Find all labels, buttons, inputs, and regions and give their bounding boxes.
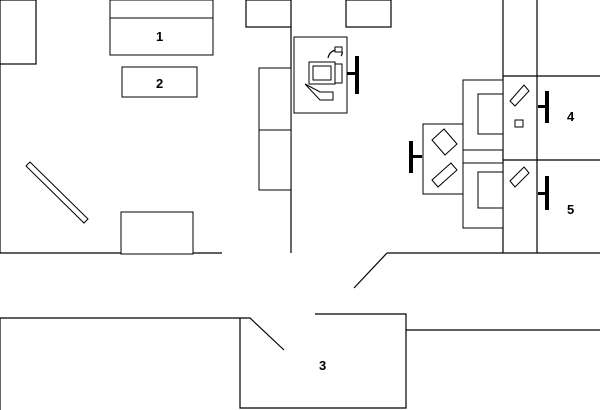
workstation-4 (462, 79, 549, 151)
side-keyboard (431, 128, 458, 156)
chair-4-stem (538, 105, 547, 108)
side-tray (431, 162, 458, 188)
bottom-area (0, 313, 600, 410)
area-5-label: 5 (567, 202, 575, 217)
area-2-label: 2 (156, 76, 164, 91)
machine-station (293, 36, 359, 114)
side-workstation (409, 123, 464, 195)
area-4-label: 4 (567, 109, 575, 124)
chair-stem (347, 72, 357, 75)
machine-side (334, 63, 343, 84)
desk-4-top (477, 93, 504, 135)
side-chair-stem (411, 155, 422, 158)
top-center-cabinet (245, 0, 292, 28)
chair-5-stem (538, 192, 547, 195)
mouse-4 (514, 119, 524, 128)
keyboard-4 (509, 84, 530, 107)
door-swing-line (353, 252, 388, 289)
machine-panel (312, 65, 332, 81)
bottom-cabinet (120, 211, 194, 255)
machine-button (334, 46, 343, 53)
corner-closet (0, 0, 37, 65)
keyboard-5 (509, 166, 530, 188)
center-partition (245, 0, 392, 253)
bottom-left-wall (0, 317, 285, 351)
area-1-label: 1 (156, 29, 164, 44)
desk-area-1 (109, 17, 214, 56)
area-3-label: 3 (319, 358, 327, 373)
workstation-5 (462, 162, 549, 229)
machine-tray (304, 83, 334, 101)
top-shelf (109, 0, 214, 19)
top-right-cabinet (345, 0, 392, 28)
locker-upper (258, 67, 292, 131)
locker-lower (258, 129, 292, 191)
left-room (0, 0, 222, 255)
diagonal-bench (25, 161, 89, 224)
desk-5-top (477, 171, 504, 209)
table-area-2 (121, 66, 198, 98)
bottom-center-room (239, 313, 407, 409)
